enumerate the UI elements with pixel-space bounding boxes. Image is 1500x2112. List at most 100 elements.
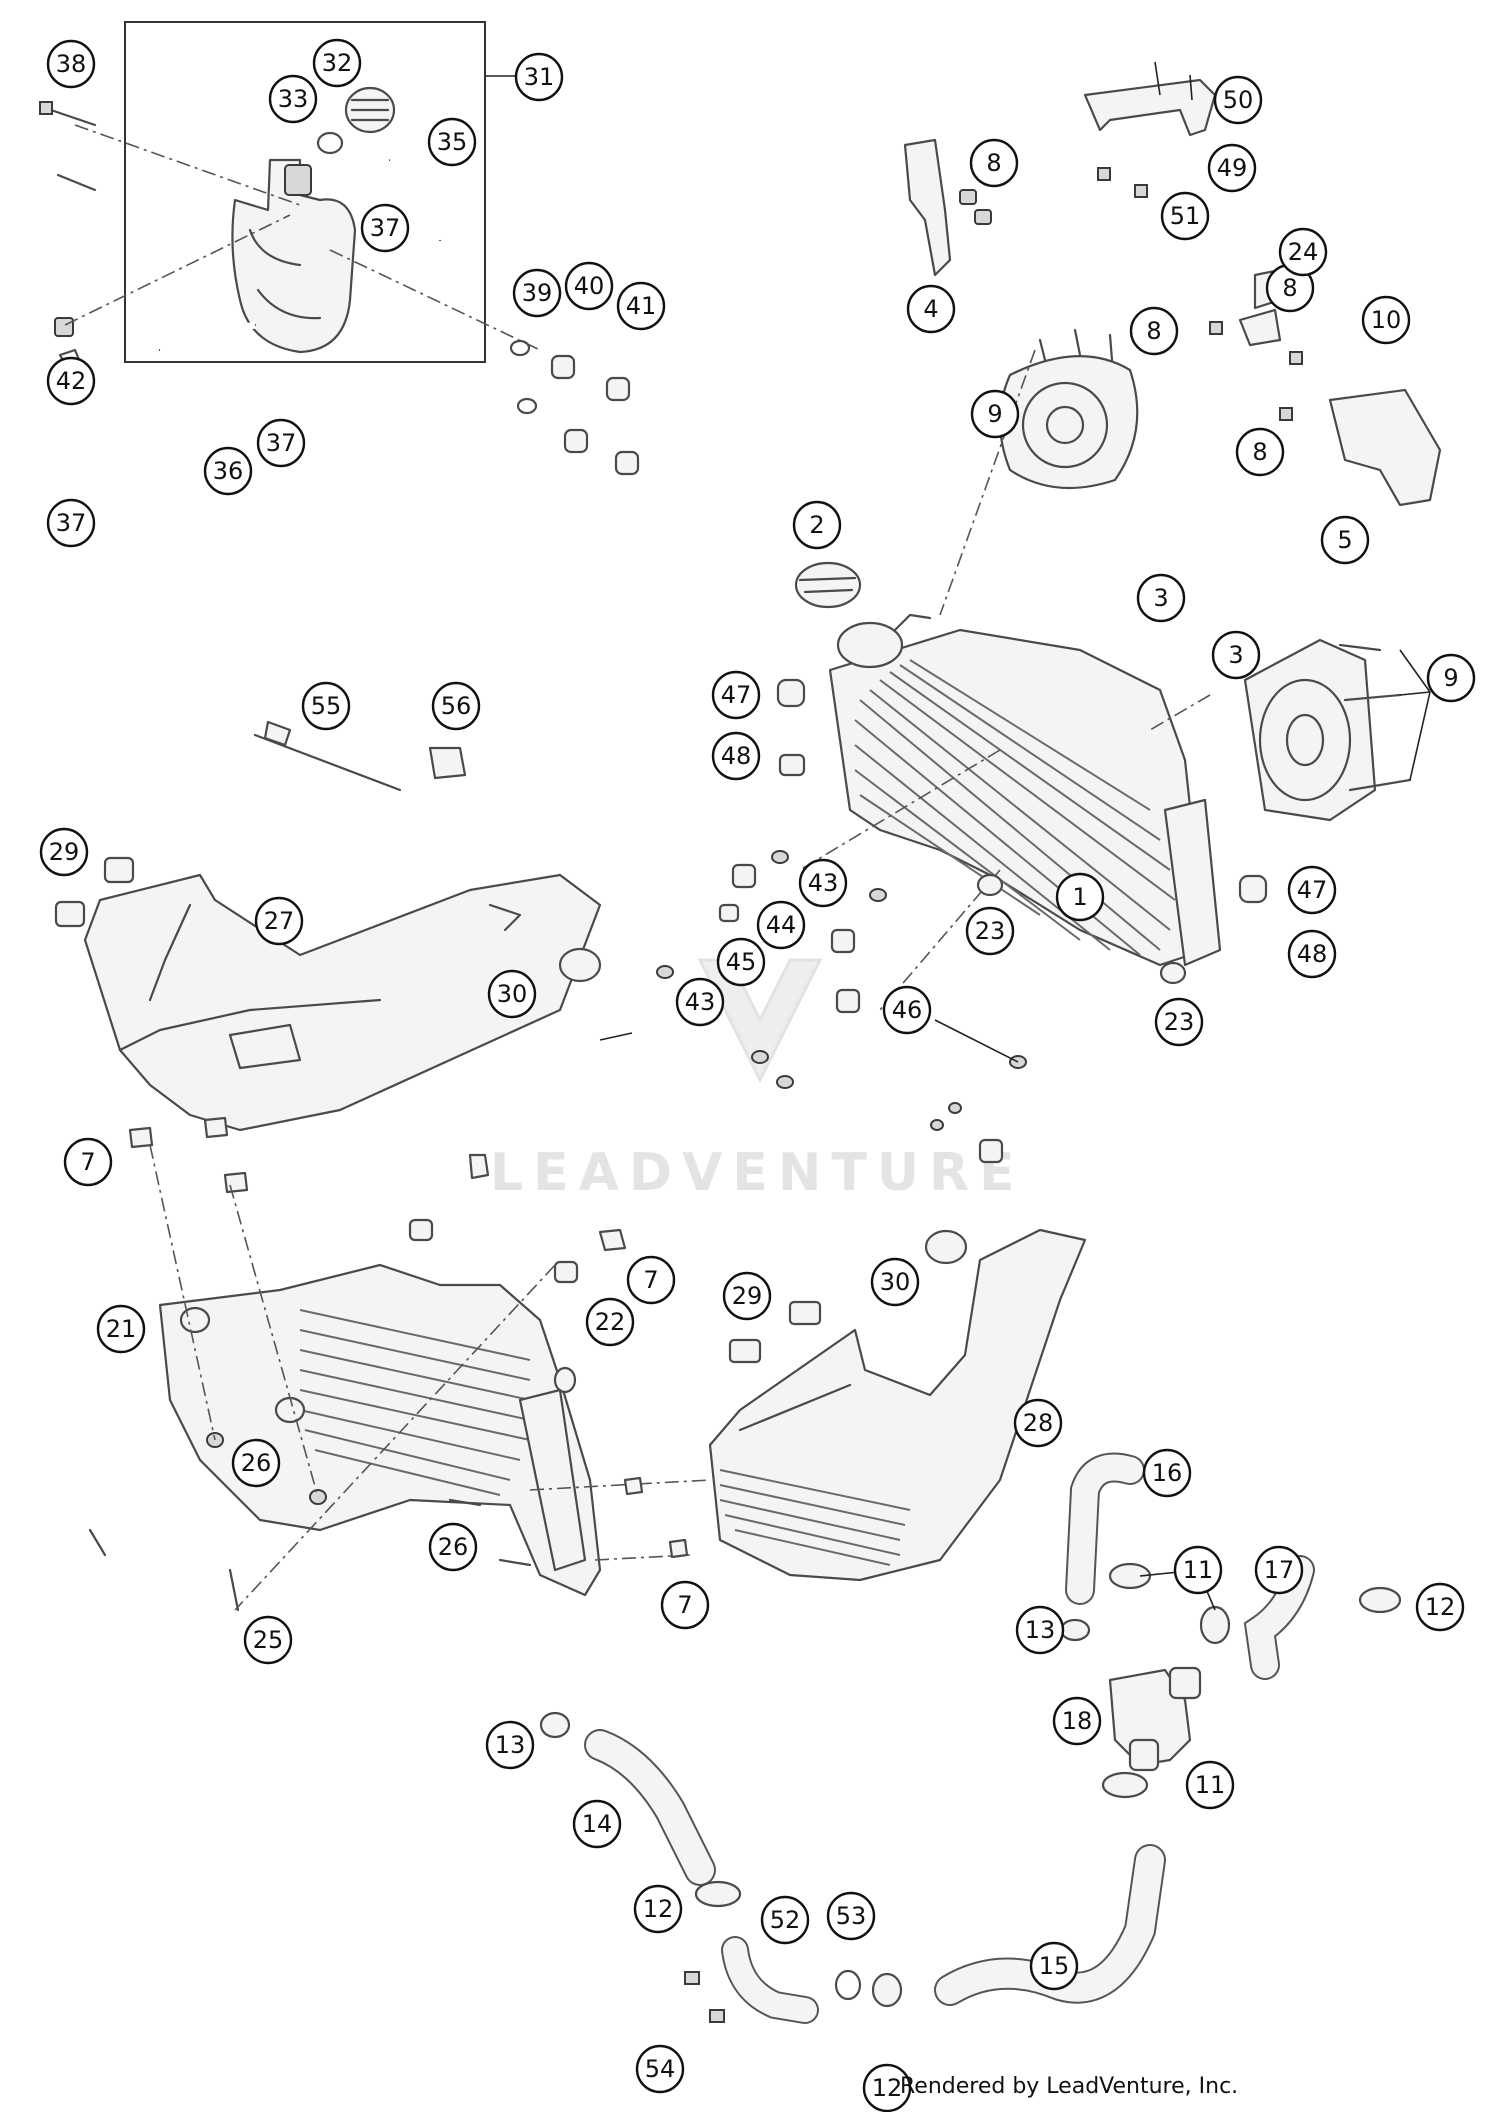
svg-text:54: 54	[645, 2055, 676, 2083]
svg-text:14: 14	[582, 1810, 613, 1838]
spoiler-upper	[54, 856, 602, 1132]
callout-11: 11	[1185, 1760, 1235, 1810]
rubber-mounts	[509, 339, 640, 476]
callout-43: 43	[798, 858, 848, 908]
callout-7: 7	[626, 1255, 676, 1305]
spoiler-lower-left	[88, 1116, 627, 1612]
callout-18: 18	[1052, 1696, 1102, 1746]
callout-37: 37	[256, 418, 306, 468]
callout-4: 4	[906, 284, 956, 334]
callout-23: 23	[965, 906, 1015, 956]
svg-text:3: 3	[1153, 584, 1168, 612]
svg-text:37: 37	[370, 214, 401, 242]
render-credit: Rendered by LeadVenture, Inc.	[900, 2074, 1239, 2099]
svg-text:52: 52	[770, 1906, 801, 1934]
svg-text:17: 17	[1264, 1556, 1295, 1584]
radiator-cap	[794, 561, 862, 609]
svg-text:43: 43	[685, 988, 716, 1016]
svg-text:23: 23	[1164, 1008, 1195, 1036]
svg-text:51: 51	[1170, 202, 1201, 230]
callout-44: 44	[756, 900, 806, 950]
svg-text:22: 22	[595, 1308, 626, 1336]
svg-text:37: 37	[266, 429, 297, 457]
svg-text:8: 8	[1252, 438, 1267, 466]
fan-right	[1243, 638, 1412, 822]
svg-text:4: 4	[923, 295, 938, 323]
svg-text:42: 42	[56, 367, 87, 395]
svg-text:46: 46	[892, 996, 923, 1024]
svg-text:28: 28	[1023, 1409, 1054, 1437]
svg-text:31: 31	[524, 63, 555, 91]
callout-48: 48	[711, 731, 761, 781]
callout-27: 27	[254, 896, 304, 946]
callout-5: 5	[1320, 515, 1370, 565]
callout-13: 13	[1015, 1605, 1065, 1655]
svg-text:13: 13	[1025, 1616, 1056, 1644]
callout-29: 29	[39, 827, 89, 877]
callout-46: 46	[882, 985, 932, 1035]
svg-text:12: 12	[872, 2074, 903, 2102]
svg-text:21: 21	[106, 1315, 137, 1343]
callout-22: 22	[585, 1297, 635, 1347]
callout-9: 9	[1426, 653, 1476, 703]
svg-text:7: 7	[677, 1591, 692, 1619]
bracket-49	[1083, 61, 1217, 198]
svg-text:49: 49	[1217, 154, 1248, 182]
svg-text:48: 48	[1297, 940, 1328, 968]
expansion-tank-group	[39, 21, 520, 368]
svg-text:24: 24	[1288, 238, 1319, 266]
callout-43: 43	[675, 977, 725, 1027]
svg-text:12: 12	[1425, 1593, 1456, 1621]
callout-32: 32	[312, 38, 362, 88]
svg-text:45: 45	[726, 948, 757, 976]
svg-text:12: 12	[643, 1895, 674, 1923]
svg-text:11: 11	[1183, 1556, 1214, 1584]
callout-54: 54	[635, 2044, 685, 2094]
callout-35: 35	[427, 117, 477, 167]
callout-45: 45	[716, 937, 766, 987]
watermark-text: LEADVENTURE	[490, 1143, 1025, 1203]
svg-text:38: 38	[56, 50, 87, 78]
callout-17: 17	[1254, 1545, 1304, 1595]
callout-12: 12	[1415, 1582, 1465, 1632]
svg-text:9: 9	[987, 400, 1002, 428]
svg-text:29: 29	[732, 1282, 763, 1310]
svg-text:40: 40	[574, 272, 605, 300]
svg-text:10: 10	[1371, 306, 1402, 334]
svg-text:32: 32	[322, 49, 353, 77]
callout-40: 40	[564, 261, 614, 311]
callout-26: 26	[231, 1438, 281, 1488]
svg-text:43: 43	[808, 869, 839, 897]
callout-36: 36	[203, 446, 253, 496]
callout-38: 38	[46, 39, 96, 89]
svg-text:30: 30	[497, 980, 528, 1008]
svg-text:8: 8	[986, 149, 1001, 177]
svg-text:56: 56	[441, 692, 472, 720]
svg-text:13: 13	[495, 1731, 526, 1759]
callout-3: 3	[1136, 573, 1186, 623]
callout-23: 23	[1154, 997, 1204, 1047]
callout-37: 37	[360, 203, 410, 253]
callout-41: 41	[616, 281, 666, 331]
callout-29: 29	[722, 1271, 772, 1321]
callout-55: 55	[301, 681, 351, 731]
callout-39: 39	[512, 268, 562, 318]
callout-24: 24	[1278, 227, 1328, 277]
callout-1: 1	[1055, 872, 1105, 922]
callout-7: 7	[63, 1137, 113, 1187]
callout-15: 15	[1029, 1941, 1079, 1991]
svg-text:53: 53	[836, 1902, 867, 1930]
svg-text:8: 8	[1146, 317, 1161, 345]
svg-text:35: 35	[437, 128, 468, 156]
callout-30: 30	[487, 969, 537, 1019]
small-hardware	[656, 850, 1027, 1164]
svg-text:36: 36	[213, 457, 244, 485]
svg-text:7: 7	[80, 1148, 95, 1176]
svg-text:29: 29	[49, 838, 80, 866]
svg-text:15: 15	[1039, 1952, 1070, 1980]
svg-text:26: 26	[438, 1533, 469, 1561]
svg-text:2: 2	[809, 511, 824, 539]
callout-12: 12	[862, 2063, 912, 2112]
svg-text:9: 9	[1443, 664, 1458, 692]
